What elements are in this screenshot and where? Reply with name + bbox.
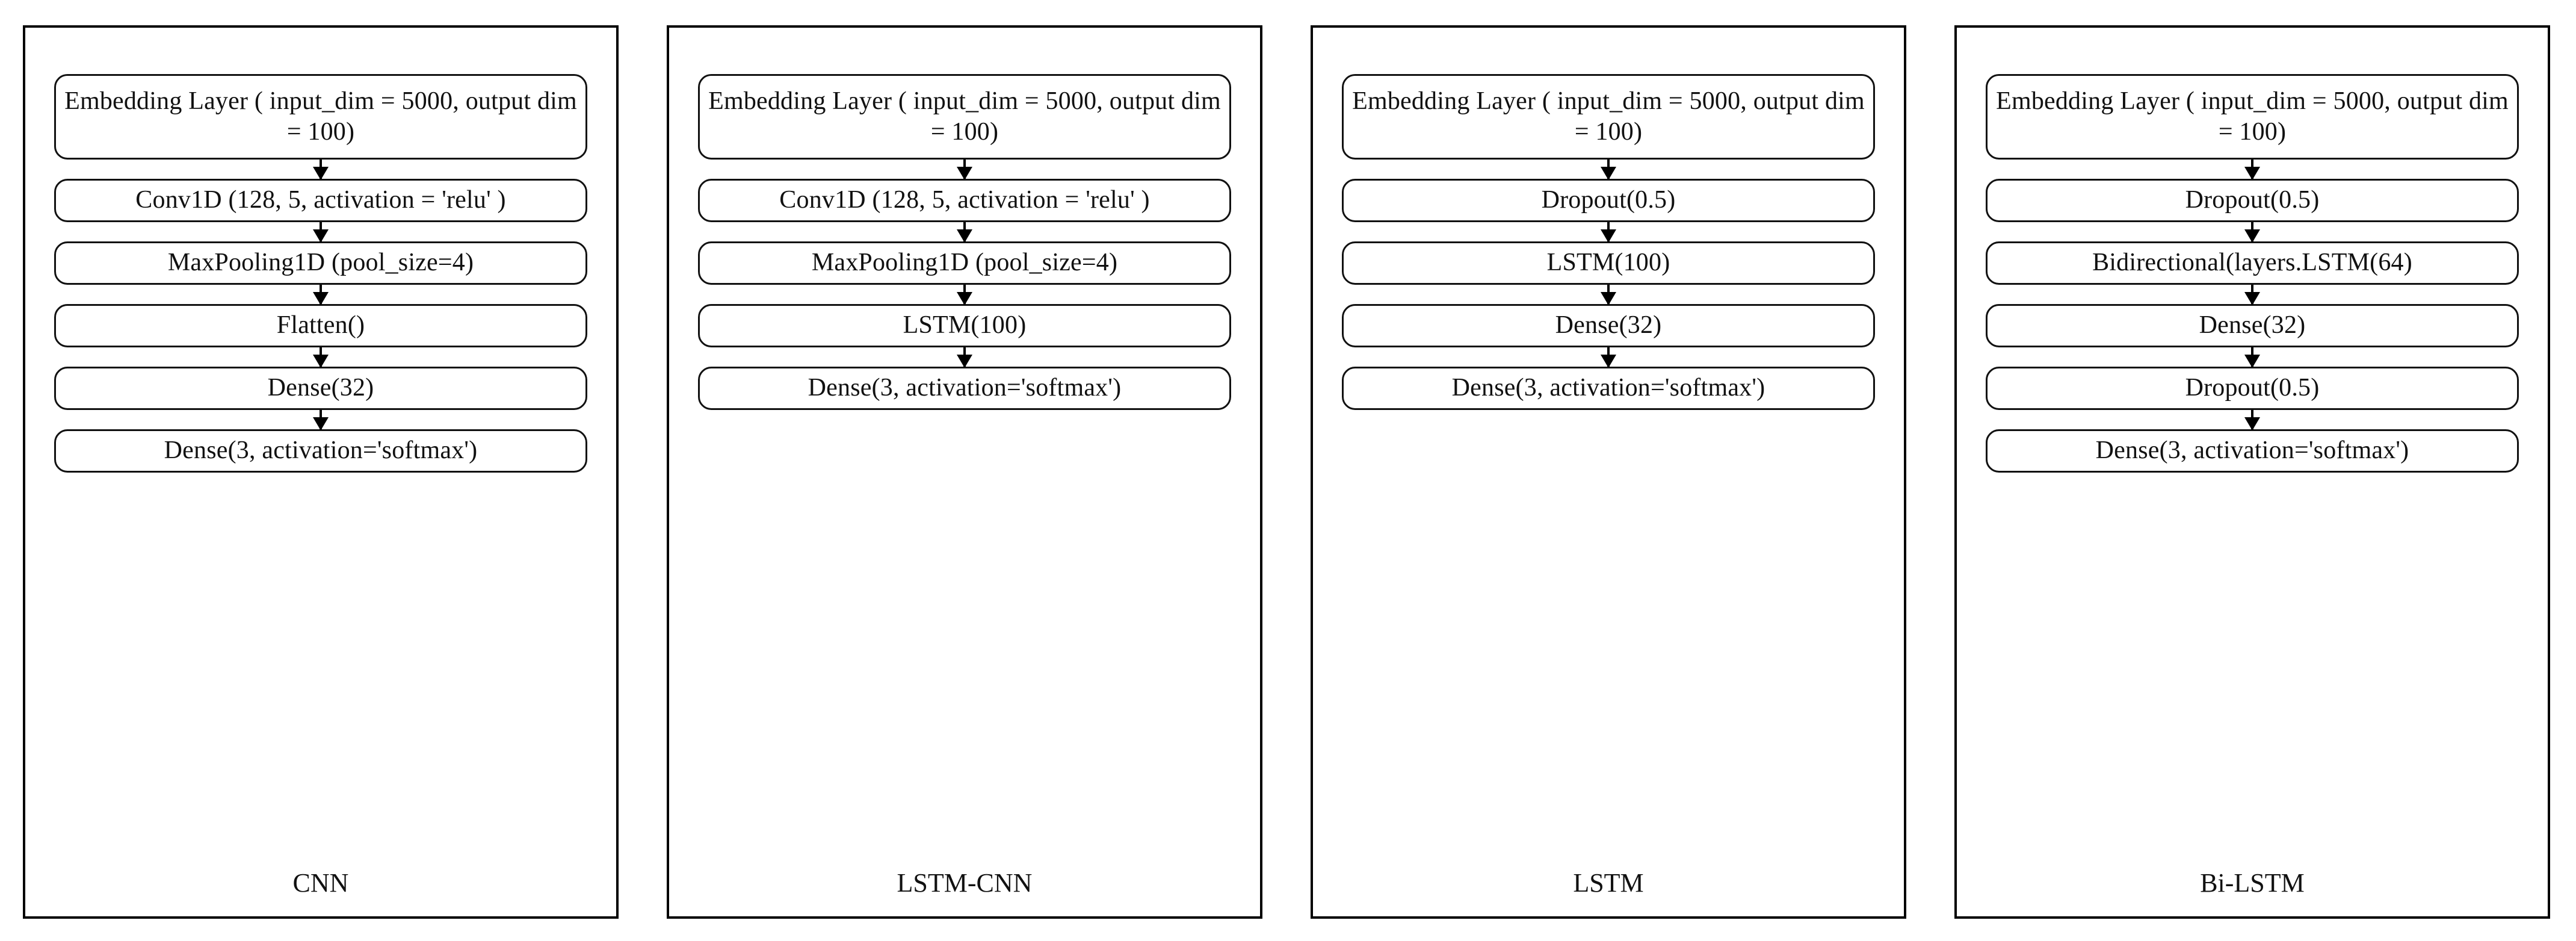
layer-flow: Embedding Layer ( input_dim = 5000, outp… [1957,74,2548,473]
layer-node: Embedding Layer ( input_dim = 5000, outp… [1342,74,1875,160]
arrow-down-icon [957,347,972,368]
arrow-head [2244,292,2260,305]
layer-node: Flatten() [54,304,587,347]
layer-node: Conv1D (128, 5, activation = 'relu' ) [698,179,1231,222]
arrow-head [2244,417,2260,430]
arrow-head [957,167,972,180]
arrow-head [957,229,972,243]
arrow-down-icon [957,160,972,180]
arrow-down-icon [1601,285,1616,305]
model-name-label: Bi-LSTM [2200,868,2305,898]
layer-node: Dense(3, activation='softmax') [698,367,1231,410]
layer-node: Conv1D (128, 5, activation = 'relu' ) [54,179,587,222]
layer-node: Dropout(0.5) [1342,179,1875,222]
arrow-down-icon [2244,410,2260,430]
model-panel: Embedding Layer ( input_dim = 5000, outp… [1954,25,2550,919]
arrow-down-icon [1601,222,1616,243]
arrow-down-icon [313,285,329,305]
arrow-head [2244,167,2260,180]
layer-node: Embedding Layer ( input_dim = 5000, outp… [698,74,1231,160]
arrow-down-icon [2244,285,2260,305]
arrow-head [1601,167,1616,180]
arrow-down-icon [313,160,329,180]
arrow-down-icon [313,410,329,430]
arrow-down-icon [2244,222,2260,243]
arrow-head [2244,355,2260,368]
model-panel: Embedding Layer ( input_dim = 5000, outp… [1311,25,1906,919]
arrow-head [957,292,972,305]
layer-node: Dense(3, activation='softmax') [1342,367,1875,410]
arrow-head [957,355,972,368]
layer-node: Dense(32) [1342,304,1875,347]
arrow-head [313,355,329,368]
arrow-head [313,292,329,305]
layer-node: Dropout(0.5) [1986,367,2519,410]
arrow-down-icon [313,347,329,368]
arrow-down-icon [2244,160,2260,180]
arrow-down-icon [957,222,972,243]
layer-node: Embedding Layer ( input_dim = 5000, outp… [54,74,587,160]
layer-node: Dense(3, activation='softmax') [54,429,587,473]
arrow-head [1601,355,1616,368]
arrow-head [313,167,329,180]
model-panel: Embedding Layer ( input_dim = 5000, outp… [667,25,1262,919]
layer-node: MaxPooling1D (pool_size=4) [698,241,1231,285]
arrow-head [313,417,329,430]
model-name-label: LSTM-CNN [897,868,1033,898]
arrow-down-icon [2244,347,2260,368]
layer-node: Dense(32) [1986,304,2519,347]
panel-row: Embedding Layer ( input_dim = 5000, outp… [23,25,2550,919]
arrow-head [1601,292,1616,305]
layer-flow: Embedding Layer ( input_dim = 5000, outp… [1313,74,1904,410]
arrow-down-icon [957,285,972,305]
layer-node: LSTM(100) [1342,241,1875,285]
layer-node: Dense(32) [54,367,587,410]
layer-node: Embedding Layer ( input_dim = 5000, outp… [1986,74,2519,160]
layer-node: Dropout(0.5) [1986,179,2519,222]
arrow-down-icon [313,222,329,243]
layer-flow: Embedding Layer ( input_dim = 5000, outp… [25,74,616,473]
arrow-head [2244,229,2260,243]
layer-node: Dense(3, activation='softmax') [1986,429,2519,473]
arrow-down-icon [1601,347,1616,368]
layer-node: MaxPooling1D (pool_size=4) [54,241,587,285]
model-name-label: CNN [292,868,349,898]
model-name-label: LSTM [1573,868,1644,898]
layer-node: Bidirectional(layers.LSTM(64) [1986,241,2519,285]
layer-node: LSTM(100) [698,304,1231,347]
arrow-down-icon [1601,160,1616,180]
layer-flow: Embedding Layer ( input_dim = 5000, outp… [669,74,1260,410]
arrow-head [313,229,329,243]
model-panel: Embedding Layer ( input_dim = 5000, outp… [23,25,619,919]
arrow-head [1601,229,1616,243]
